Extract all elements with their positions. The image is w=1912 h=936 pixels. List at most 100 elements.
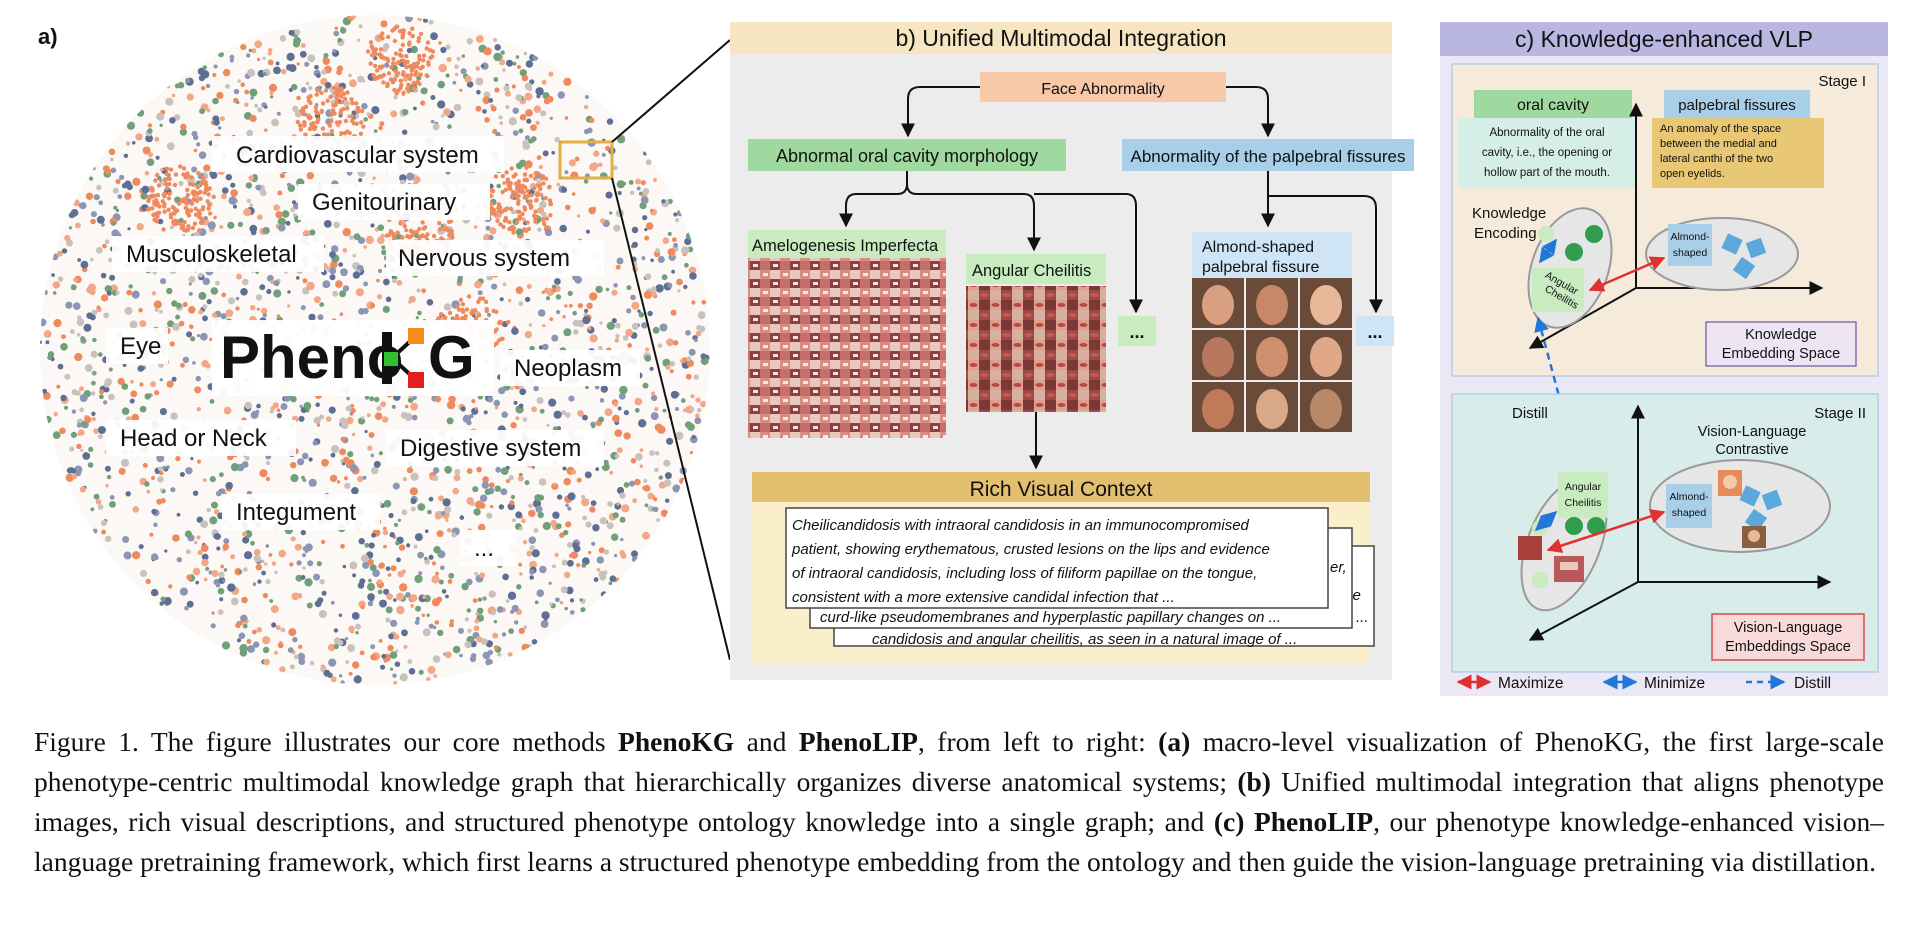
graph-node bbox=[643, 290, 653, 299]
graph-node bbox=[307, 126, 313, 132]
graph-node bbox=[179, 128, 187, 136]
graph-node bbox=[410, 498, 417, 505]
graph-node bbox=[194, 540, 198, 545]
graph-node bbox=[565, 503, 569, 508]
graph-node bbox=[52, 431, 61, 439]
graph-node bbox=[378, 47, 384, 52]
graph-node bbox=[659, 323, 668, 332]
graph-node bbox=[479, 572, 485, 579]
zoom-line-top bbox=[611, 39, 731, 143]
graph-node bbox=[390, 565, 397, 572]
graph-node bbox=[155, 155, 160, 160]
graph-node bbox=[381, 249, 387, 256]
graph-node bbox=[352, 573, 357, 578]
panel-c-knowledge-vlp: c) Knowledge-enhanced VLP Stage I oral c… bbox=[1440, 22, 1888, 696]
graph-node bbox=[598, 345, 603, 351]
edge-oral-more bbox=[1034, 193, 1143, 314]
graph-node bbox=[315, 88, 320, 93]
graph-node bbox=[380, 36, 385, 41]
maximize-arrow-stage2 bbox=[1546, 509, 1666, 553]
graph-node bbox=[351, 110, 357, 116]
graph-node bbox=[445, 44, 451, 50]
graph-node bbox=[220, 488, 226, 494]
graph-node bbox=[396, 280, 403, 286]
graph-node bbox=[287, 290, 291, 294]
graph-node bbox=[213, 509, 220, 515]
graph-node bbox=[401, 58, 406, 63]
graph-node bbox=[139, 405, 147, 413]
graph-node bbox=[405, 592, 411, 598]
graph-node bbox=[598, 416, 605, 423]
graph-node bbox=[280, 68, 287, 75]
kes-line2: Embedding Space bbox=[1722, 346, 1841, 362]
graph-node bbox=[89, 176, 94, 181]
graph-node bbox=[153, 522, 158, 527]
graph-node bbox=[302, 123, 307, 128]
graph-node bbox=[90, 507, 95, 512]
graph-node bbox=[130, 379, 134, 384]
graph-node bbox=[420, 233, 426, 239]
graph-node bbox=[695, 397, 701, 403]
graph-node bbox=[404, 404, 409, 409]
graph-node bbox=[630, 458, 637, 464]
graph-node bbox=[363, 117, 369, 122]
graph-node bbox=[180, 362, 185, 368]
graph-node bbox=[540, 217, 546, 222]
graph-node bbox=[380, 20, 388, 28]
graph-node bbox=[397, 570, 405, 578]
graph-node bbox=[256, 307, 260, 311]
graph-node bbox=[389, 667, 394, 671]
graph-node bbox=[270, 605, 279, 614]
graph-node bbox=[305, 81, 310, 86]
graph-node bbox=[124, 306, 133, 315]
graph-node bbox=[524, 92, 533, 101]
graph-node bbox=[205, 83, 211, 89]
graph-node bbox=[493, 399, 501, 407]
graph-node bbox=[466, 294, 472, 299]
graph-node bbox=[422, 595, 427, 600]
graph-node bbox=[519, 114, 527, 121]
graph-node bbox=[439, 236, 444, 241]
graph-node bbox=[342, 285, 350, 292]
graph-node bbox=[553, 482, 557, 486]
graph-node bbox=[421, 288, 427, 294]
graph-node bbox=[236, 638, 242, 643]
graph-node bbox=[611, 289, 618, 296]
graph-node bbox=[595, 467, 600, 471]
stage-2-label: Stage II bbox=[1814, 405, 1866, 422]
graph-node bbox=[393, 598, 397, 602]
graph-node bbox=[453, 103, 462, 112]
graph-node bbox=[198, 151, 207, 159]
graph-node bbox=[182, 220, 187, 225]
graph-node bbox=[696, 407, 702, 413]
graph-node bbox=[475, 66, 481, 71]
graph-node bbox=[347, 451, 354, 458]
graph-node bbox=[313, 296, 321, 304]
graph-node bbox=[126, 289, 133, 296]
graph-node bbox=[360, 604, 365, 610]
graph-node bbox=[459, 653, 463, 658]
graph-node bbox=[312, 440, 318, 446]
graph-node bbox=[210, 171, 218, 179]
graph-node bbox=[460, 406, 466, 412]
graph-node bbox=[90, 257, 94, 262]
graph-node bbox=[334, 99, 340, 105]
graph-node bbox=[385, 296, 392, 303]
graph-node bbox=[559, 600, 564, 605]
graph-node bbox=[464, 641, 472, 649]
graph-node bbox=[115, 178, 121, 185]
graph-node bbox=[43, 330, 52, 338]
caption-bold: PhenoLIP bbox=[798, 726, 918, 757]
graph-node bbox=[265, 476, 271, 482]
graph-node bbox=[639, 448, 644, 453]
graph-node bbox=[345, 405, 352, 412]
graph-node bbox=[309, 229, 316, 236]
graph-node bbox=[599, 398, 605, 403]
graph-node bbox=[666, 338, 674, 347]
graph-node bbox=[42, 388, 48, 394]
graph-node bbox=[521, 217, 526, 222]
graph-node bbox=[127, 227, 131, 231]
graph-node bbox=[157, 204, 162, 209]
graph-node bbox=[144, 481, 150, 487]
graph-node bbox=[172, 211, 177, 216]
